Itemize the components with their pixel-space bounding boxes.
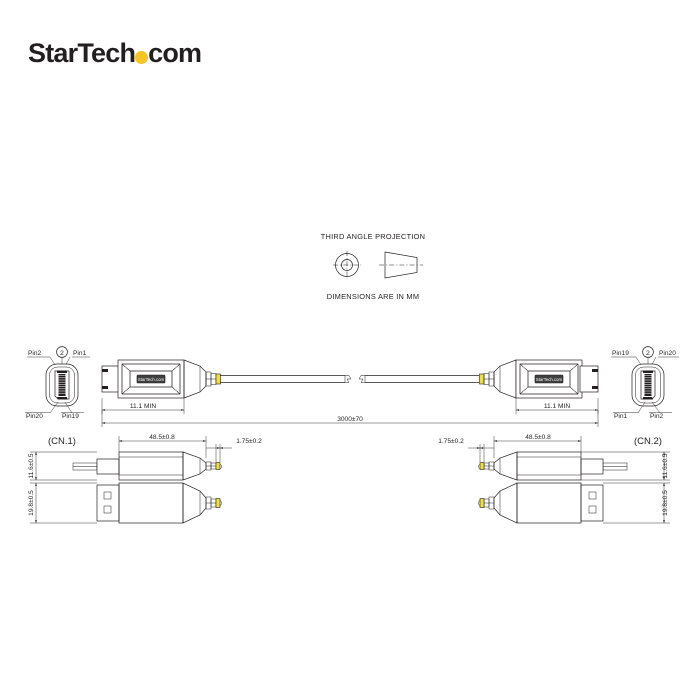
dim-strain-relief-right-label: 1.75±0.2 — [438, 438, 464, 445]
cn2-callout-number: 2 — [646, 350, 650, 357]
projection-symbols — [293, 248, 453, 282]
dim-strain-relief-left-label: 1.75±0.2 — [236, 438, 262, 445]
cn2-pin-array — [644, 374, 652, 396]
cn2-pin20-label: Pin20 — [659, 350, 676, 357]
dim-11-1-min-left-label: 11.1 MIN — [130, 403, 157, 410]
concentric-circle-icon — [333, 251, 361, 279]
dim-body-length-right-label: 48.5±0.8 — [525, 434, 551, 441]
dim-11-1-min-right: 11.1 MIN — [515, 398, 599, 414]
right-detail-side-view: 11.6±0.5 48.5±0.8 1.75±0.2 — [438, 434, 670, 481]
projection-symbol-svg — [333, 251, 423, 279]
right-top-latch-hole-1 — [588, 491, 597, 500]
truncated-cone-icon — [379, 251, 423, 279]
left-top-housing — [118, 482, 184, 524]
left-yellow-band — [215, 373, 221, 385]
logo-dot-icon — [135, 51, 149, 64]
units-note: DIMENSIONS ARE IN MM — [293, 292, 453, 301]
left-plug-brand-plate — [136, 374, 166, 384]
left-detail-side-view: 11.6±0.5 48.5±0.8 1.75±0.2 — [28, 434, 262, 481]
left-top-yellow-band — [215, 498, 221, 508]
cn2-callout-circle — [642, 346, 654, 358]
dim-width-right-label: 19.8±0.5 — [662, 490, 669, 516]
left-side-housing — [118, 451, 184, 481]
units-label: DIMENSIONS ARE IN MM — [326, 292, 420, 301]
assembly-right-plug: StarTech.com — [479, 359, 599, 399]
dim-body-length-left: 48.5±0.8 — [118, 434, 207, 458]
right-top-yellow-band — [479, 498, 485, 508]
right-top-plug-tip — [580, 484, 604, 522]
right-detail-top-view: 19.8±0.5 — [478, 482, 670, 524]
dim-overall-length: 3000±70 — [101, 410, 599, 427]
cn2-pin1-label: Pin1 — [614, 413, 628, 420]
left-side-boot — [182, 451, 207, 481]
right-top-housing — [516, 482, 582, 524]
cn2-title: (CN.2) — [634, 436, 662, 447]
right-yellow-band — [479, 373, 485, 385]
dim-width-left: 19.8±0.5 — [28, 482, 97, 524]
cn1-title: (CN.1) — [48, 436, 76, 447]
third-angle-projection-note: THIRD ANGLE PROJECTION — [293, 232, 453, 282]
cn1-pin1-label: Pin1 — [73, 350, 87, 357]
left-top-plug-tip — [96, 484, 120, 522]
cable — [220, 375, 479, 383]
cn1-pin2-label: Pin2 — [28, 350, 42, 357]
dim-strain-relief-left: 1.75±0.2 — [206, 438, 262, 462]
dim-body-length-left-label: 48.5±0.8 — [149, 434, 175, 441]
cn2-shell-inner — [635, 366, 661, 404]
left-side-plug-tip — [96, 458, 120, 475]
cn1-pin-array — [58, 374, 66, 396]
right-plug-brand-plate — [534, 374, 564, 384]
cable-break-symbol — [344, 375, 366, 383]
cn2-pin19-label: Pin19 — [612, 350, 629, 357]
dim-height-left-label: 11.6±0.5 — [28, 453, 35, 478]
right-side-plug-tip — [580, 458, 604, 475]
left-top-latch-hole-2 — [103, 505, 112, 514]
cn1-face-view: 2 Pin2 Pin1 — [25, 346, 90, 447]
assembly-left-plug: StarTech.com — [101, 359, 221, 399]
right-side-yellow-band — [479, 462, 485, 470]
dim-body-length-right: 48.5±0.8 — [493, 434, 582, 458]
dim-width-right: 19.8±0.5 — [603, 482, 670, 524]
cn1-shell-inner — [49, 366, 75, 404]
assembly-view: StarTech.com — [101, 359, 599, 427]
right-plug-tip — [579, 365, 599, 393]
cn2-face-view: 2 Pin19 Pin20 — [611, 346, 679, 447]
dim-height-right-label: 11.6±0.5 — [662, 453, 669, 478]
dim-11-1-min-left: 11.1 MIN — [101, 398, 185, 414]
logo-text-startech: StarTech — [28, 38, 136, 68]
right-top-boot — [493, 482, 518, 524]
startech-logo: StarTech com — [28, 38, 202, 69]
dim-height-left: 11.6±0.5 — [28, 451, 97, 481]
dim-overall-length-label: 3000±70 — [337, 416, 363, 423]
right-side-boot — [493, 451, 518, 481]
left-top-latch-hole-1 — [103, 491, 112, 500]
logo-text-com: com — [148, 38, 202, 68]
dim-width-left-label: 19.8±0.5 — [28, 490, 35, 516]
right-plug-brand-text: StarTech.com — [536, 377, 563, 382]
dim-strain-relief-right: 1.75±0.2 — [438, 438, 494, 462]
left-top-boot — [182, 482, 207, 524]
cn1-pin20-label: Pin20 — [26, 413, 43, 420]
dim-11-1-min-right-label: 11.1 MIN — [544, 403, 571, 410]
right-top-latch-hole-2 — [588, 505, 597, 514]
cn2-pin2-label: Pin2 — [650, 413, 664, 420]
cn1-callout-circle — [56, 346, 68, 358]
left-detail-top-view: 19.8±0.5 — [28, 482, 222, 524]
dim-height-right: 11.6±0.5 — [581, 451, 670, 481]
left-plug-brand-text: StarTech.com — [138, 377, 165, 382]
left-strain-relief — [183, 359, 207, 399]
right-side-housing — [516, 451, 582, 481]
right-strain-relief — [493, 359, 517, 399]
left-side-yellow-band — [215, 462, 221, 470]
cn1-pin19-label: Pin19 — [62, 413, 79, 420]
projection-label: THIRD ANGLE PROJECTION — [320, 232, 426, 241]
cn1-callout-number: 2 — [60, 350, 64, 357]
